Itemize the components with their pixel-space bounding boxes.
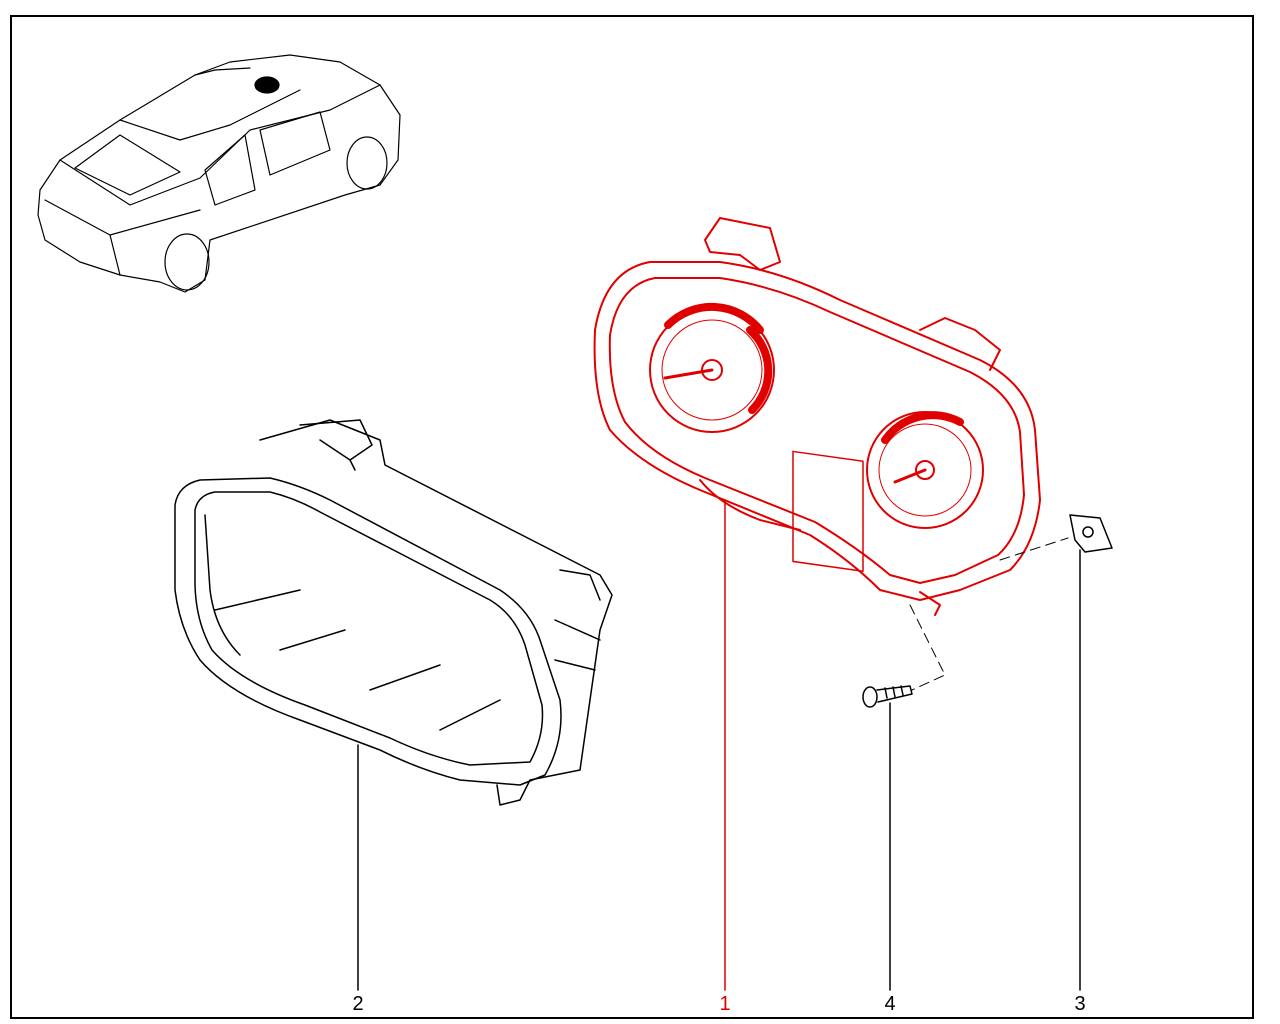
- leader-lines: [357, 499, 1081, 991]
- callout-2[interactable]: 2: [352, 993, 364, 1015]
- callout-3[interactable]: 3: [1074, 993, 1086, 1015]
- instrument-cluster-drawing: [593, 217, 1041, 616]
- instrument-cluster-bezel-drawing: [174, 419, 613, 806]
- diagram-frame: [10, 15, 1254, 1019]
- screw-drawing: [862, 685, 913, 708]
- callout-1[interactable]: 1: [719, 993, 731, 1015]
- vehicle-locator-sketch: [37, 54, 401, 293]
- callout-4[interactable]: 4: [884, 993, 896, 1015]
- clip-nut-drawing: [1069, 514, 1113, 553]
- assembly-lines: [909, 537, 1069, 691]
